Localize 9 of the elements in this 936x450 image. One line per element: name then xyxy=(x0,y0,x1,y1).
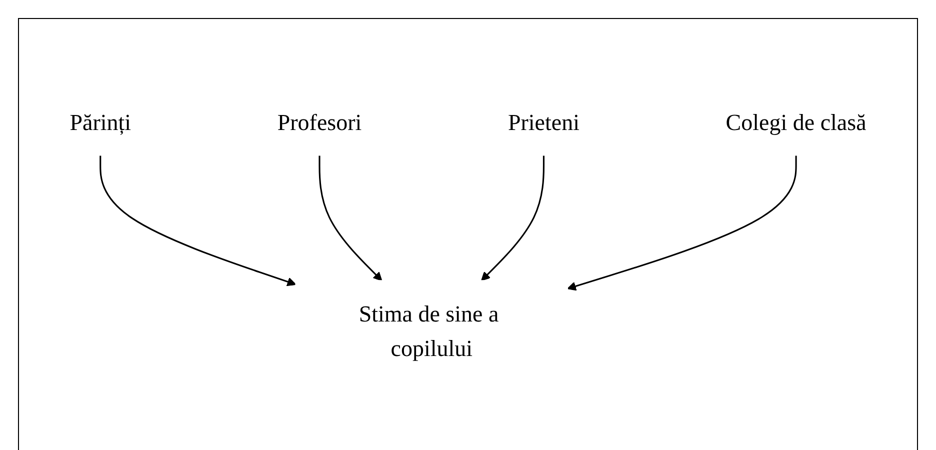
node-text: Colegi de clasă xyxy=(726,109,866,136)
arrow xyxy=(567,155,797,290)
arrow xyxy=(100,155,296,286)
node-text: Prieteni xyxy=(508,109,580,136)
node-text: Profesori xyxy=(277,109,362,136)
arrow xyxy=(318,155,382,281)
node-text: Stima de sine a copilului xyxy=(358,300,499,361)
arrow xyxy=(481,155,545,281)
node-text: Părinți xyxy=(70,109,132,136)
